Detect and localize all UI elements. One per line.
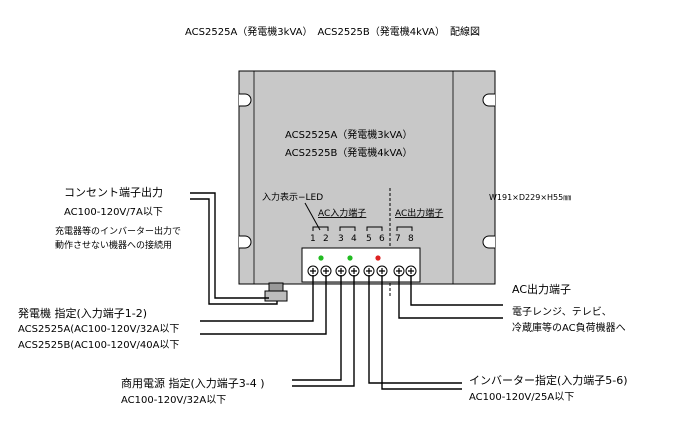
outlet-wire-2 bbox=[190, 198, 278, 305]
generator-spec-a: ACS2525A(AC100-120V/32A以下 bbox=[18, 324, 179, 335]
generator-wire-2 bbox=[200, 275, 327, 335]
mounting-slot-bottom-left bbox=[239, 235, 252, 249]
terminal-number-3: 3 bbox=[338, 234, 344, 244]
terminal-number-6: 6 bbox=[379, 234, 385, 244]
device-model-a: ACS2525A（発電機3kVA） bbox=[285, 128, 412, 141]
mounting-slot-top-right bbox=[482, 93, 495, 107]
terminal-number-2: 2 bbox=[323, 234, 329, 244]
inverter-title: インバーター指定(入力端子5-6) bbox=[469, 373, 628, 387]
outlet-title: コンセント端子出力 bbox=[64, 185, 163, 199]
screw-head-1 bbox=[310, 268, 316, 274]
screw-head-4 bbox=[351, 268, 357, 274]
output-wire-2 bbox=[410, 275, 503, 306]
screw-terminals bbox=[307, 265, 417, 277]
commercial-wire-1 bbox=[292, 275, 342, 381]
bracket-terminal-3-4 bbox=[339, 226, 356, 231]
screw-head-7 bbox=[396, 268, 402, 274]
device-dimensions: W191×D229×H55㎜ bbox=[489, 193, 571, 202]
outlet-plug bbox=[264, 282, 288, 302]
diagram-title: ACS2525A（発電機3kVA） ACS2525B（発電機4kVA） 配線図 bbox=[185, 25, 480, 38]
outlet-wire-1 bbox=[190, 192, 269, 299]
inverter-spec: AC100-120V/25A以下 bbox=[469, 392, 574, 403]
led-label-pointer bbox=[304, 202, 321, 231]
mounting-slot-bottom-right bbox=[482, 235, 495, 249]
screw-head-8 bbox=[408, 268, 414, 274]
terminal-number-1: 1 bbox=[310, 234, 316, 244]
terminal-number-7: 7 bbox=[395, 234, 401, 244]
output-wire-1 bbox=[398, 275, 503, 319]
generator-title: 発電機 指定(入力端子1-2) bbox=[18, 306, 147, 320]
screw-head-2 bbox=[323, 268, 329, 274]
terminal-number-5: 5 bbox=[366, 234, 372, 244]
output-line2: 冷蔵庫等のAC負荷機器へ bbox=[512, 321, 626, 334]
terminal-block bbox=[301, 247, 421, 283]
screw-head-3 bbox=[338, 268, 344, 274]
outlet-spec: AC100-120V/7A以下 bbox=[64, 207, 163, 218]
led-label: 入力表示−LED bbox=[262, 191, 323, 203]
commercial-spec: AC100-120V/32A以下 bbox=[121, 395, 226, 406]
device-model-b: ACS2525B（発電機4kVA） bbox=[285, 146, 413, 159]
inverter-wire-2 bbox=[381, 275, 462, 390]
commercial-title: 商用電源 指定(入力端子3-4 ) bbox=[121, 376, 265, 390]
generator-wire-1 bbox=[200, 275, 314, 322]
led-inverter-red bbox=[375, 255, 381, 261]
terminal-number-4: 4 bbox=[351, 234, 357, 244]
led-commercial-green bbox=[347, 255, 353, 261]
output-title: AC出力端子 bbox=[512, 282, 571, 296]
screw-head-6 bbox=[379, 268, 385, 274]
screw-head-5 bbox=[366, 268, 372, 274]
ac-output-label: AC出力端子 bbox=[395, 207, 443, 219]
terminal-number-8: 8 bbox=[408, 234, 414, 244]
generator-spec-b: ACS2525B(AC100-120V/40A以下 bbox=[18, 340, 179, 351]
output-line1: 電子レンジ、テレビ、 bbox=[512, 306, 612, 318]
bracket-terminal-5-6 bbox=[366, 226, 383, 231]
bracket-terminal-7-8 bbox=[396, 226, 413, 231]
led-generator-green bbox=[318, 255, 324, 261]
inverter-wire-1 bbox=[368, 275, 462, 384]
ac-input-label: AC入力端子 bbox=[318, 207, 366, 219]
outlet-note-line1: 充電器等のインバーター出力で bbox=[55, 225, 181, 237]
outlet-note-line2: 動作させない機器への接続用 bbox=[55, 239, 172, 251]
commercial-wire-2 bbox=[292, 275, 355, 387]
bracket-terminal-1-2 bbox=[312, 226, 329, 231]
mounting-slot-top-left bbox=[239, 93, 252, 107]
